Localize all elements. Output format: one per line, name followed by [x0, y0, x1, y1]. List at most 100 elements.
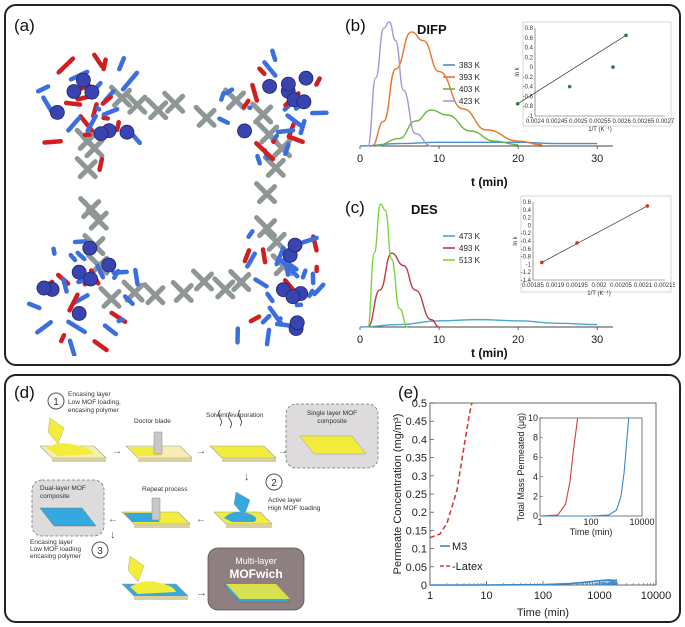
ligand-bond [58, 332, 67, 344]
ligand-bond [35, 84, 51, 94]
ligand-bond [101, 57, 108, 72]
b-inset-x-tick: 0.0026 [612, 119, 631, 125]
c-inset-x-tick: 0.00215 [654, 283, 675, 289]
e-y-tick: 0.4 [412, 434, 427, 446]
ligand-bond [92, 339, 109, 353]
panel-label-a: (a) [14, 16, 35, 35]
permeation-x-axis-label: Time (min) [517, 607, 569, 619]
b-series-line [375, 109, 519, 147]
metal-node [84, 84, 100, 100]
c-inset-y-tick: 0 [528, 223, 532, 229]
b-legend-label: 383 K [459, 61, 481, 70]
step-3-number: 3 [97, 546, 103, 557]
ligand-bond [274, 321, 293, 328]
c-legend-label: 513 K [459, 256, 481, 265]
e-y-tick: 0.1 [412, 544, 427, 556]
c-x-tick: 20 [512, 334, 524, 346]
b-inset-x-tick: 0.0024 [526, 119, 545, 125]
ligand-bond [245, 251, 258, 269]
ligand-bond [217, 116, 231, 125]
c-legend-label: 473 K [459, 232, 481, 241]
ligand-bond [51, 246, 57, 256]
c-inset-y-tick: 0.4 [523, 208, 532, 214]
ligand-bond [270, 48, 278, 63]
ligand-bond [61, 276, 69, 294]
metal-node [101, 257, 117, 273]
c-inset-point [575, 241, 579, 245]
c-series-line [367, 252, 440, 328]
ligand-bond [257, 66, 267, 77]
ligand-bond [95, 263, 106, 280]
panel-label-c: (c) [345, 198, 365, 217]
ligand-bond [72, 239, 88, 245]
b-legend-label: 393 K [459, 73, 481, 82]
ligand-bond [42, 139, 63, 145]
e-y-tick: 0.05 [406, 562, 427, 574]
ligand-bond [66, 115, 82, 133]
metal-node [83, 271, 98, 287]
linker-bond [84, 138, 105, 159]
ligand-bond [26, 301, 42, 311]
e-inset-y-tick: 8 [533, 433, 538, 443]
e-inset-y-tick: 0 [533, 511, 538, 521]
single-layer-line-2: composite [317, 418, 347, 425]
c-inset-y-tick: -1 [526, 262, 532, 268]
e-y-tick: 0.45 [406, 416, 427, 428]
linker-bond [165, 93, 186, 114]
metal-node [82, 240, 98, 256]
dual-layer-line-2: composite [40, 493, 70, 500]
arrow-7: ↓ [110, 529, 116, 541]
b-series-line [359, 141, 598, 147]
e-y-tick: 0.5 [412, 398, 427, 410]
c-inset-x-label: 1/T (K⁻¹) [587, 291, 610, 297]
repeat-process-label: Repeat process [142, 486, 188, 493]
step-1-marker [47, 392, 65, 410]
c-inset-x-tick: 0.00195 [566, 283, 588, 289]
substrate-3 [209, 409, 277, 462]
ligand-bond [224, 87, 235, 96]
e-x-tick: 100 [534, 590, 552, 602]
b-inset-point [611, 65, 615, 69]
ligand-bond [246, 229, 255, 239]
e-x-tick: 1000 [587, 590, 611, 602]
b-inset-y-tick: 0 [530, 65, 534, 71]
ligand-bond [95, 106, 102, 112]
single-layer-card: Single layer MOF composite [285, 403, 379, 469]
ligand-bond [262, 60, 278, 78]
e-x-tick: 10 [480, 590, 492, 602]
metal-node [71, 264, 87, 280]
e-inset-y-tick: 6 [533, 452, 538, 462]
des-x-axis-label: t (min) [471, 346, 508, 360]
b-series-line [371, 31, 542, 147]
ligand-bond [248, 314, 262, 324]
c-inset-x-tick: 0.00185 [522, 283, 544, 289]
c-x-tick: 30 [591, 334, 603, 346]
substrate-2 [125, 431, 193, 462]
ligand-bond [100, 94, 114, 106]
linker-bond [88, 210, 109, 231]
e-y-tick: 0 [421, 580, 427, 592]
b-legend-label: 423 K [459, 97, 481, 106]
linker-bond [193, 271, 214, 292]
step-1-title: Encasing layer [68, 391, 111, 398]
ligand-bond [250, 82, 260, 103]
arrow-1: → [112, 446, 122, 457]
ligand-bond [265, 291, 275, 304]
ligand-bond [260, 313, 272, 325]
ligand-bond [122, 294, 135, 307]
ligand-bond [111, 269, 129, 276]
c-inset-y-tick: -1.2 [521, 270, 532, 276]
linker-bond [145, 285, 166, 306]
e-inset-y-label: Total Mass Permeated (μg) [516, 413, 526, 521]
metal-node [298, 70, 314, 86]
e-y-tick: 0.3 [412, 471, 427, 483]
metal-node [237, 123, 252, 139]
metal-node [262, 78, 277, 94]
step-3-marker [91, 541, 109, 559]
substrate-4 [213, 491, 273, 528]
c-inset-x-tick: 0.002 [591, 283, 607, 289]
multi-layer-card: Multi-layer MOFwich [207, 547, 305, 611]
difp-title: DIFP [417, 22, 447, 37]
